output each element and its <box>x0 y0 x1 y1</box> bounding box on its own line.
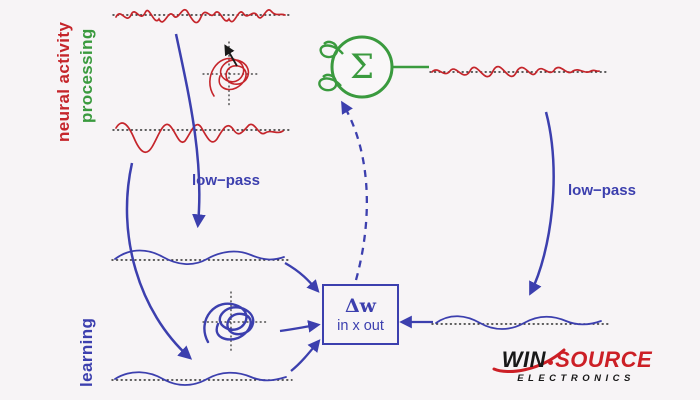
arrow-lowpass-right <box>529 111 555 296</box>
arrow-wave-to-box <box>284 261 320 293</box>
logo-win-text: WIN <box>501 347 547 372</box>
red-tangle-direction-arrow <box>224 44 238 67</box>
label-low-pass-right: low−pass <box>568 182 636 199</box>
logo-wordmark: WIN SOURCE <box>492 346 656 373</box>
logo-electronics-text: ELECTRONICS <box>517 373 635 385</box>
arrow-lowpass-left-bottom <box>125 162 193 360</box>
red-trajectory-tangle <box>209 57 250 97</box>
weight-update-box: Δw in x out <box>322 284 399 345</box>
arrow-weight-update-feedback-dashed <box>341 100 368 281</box>
red-output-wave-right <box>431 65 600 78</box>
logo-dot-icon <box>548 360 554 365</box>
sum-symbol: Σ <box>349 47 375 87</box>
winsource-logo: WIN SOURCE ELECTRONICS <box>490 346 662 385</box>
blue-smooth-wave-first <box>114 249 285 265</box>
synapse-loop-lower-icon <box>318 73 342 92</box>
red-noisy-wave-second <box>115 122 284 154</box>
blue-smooth-wave-right <box>435 315 602 330</box>
arrow-bottom-wave-to-box <box>290 339 321 372</box>
arrow-lowpass-left-top <box>174 33 206 229</box>
label-low-pass-left: low−pass <box>192 172 260 189</box>
label-learning: learning <box>77 317 96 387</box>
label-processing: processing <box>77 28 96 123</box>
label-neural-activity: neural activity <box>54 21 73 142</box>
arrow-tangle-to-box <box>279 320 321 333</box>
in-x-out-label: in x out <box>337 318 384 334</box>
blue-smooth-wave-bottom <box>114 371 287 386</box>
red-noisy-wave-top <box>115 8 286 24</box>
synapse-loop-upper-icon <box>319 40 344 59</box>
logo-source-text: SOURCE <box>555 347 653 372</box>
delta-w-label: Δw <box>344 295 377 317</box>
blue-trajectory-tangle <box>203 302 255 344</box>
logo-swoosh-icon <box>492 348 566 373</box>
